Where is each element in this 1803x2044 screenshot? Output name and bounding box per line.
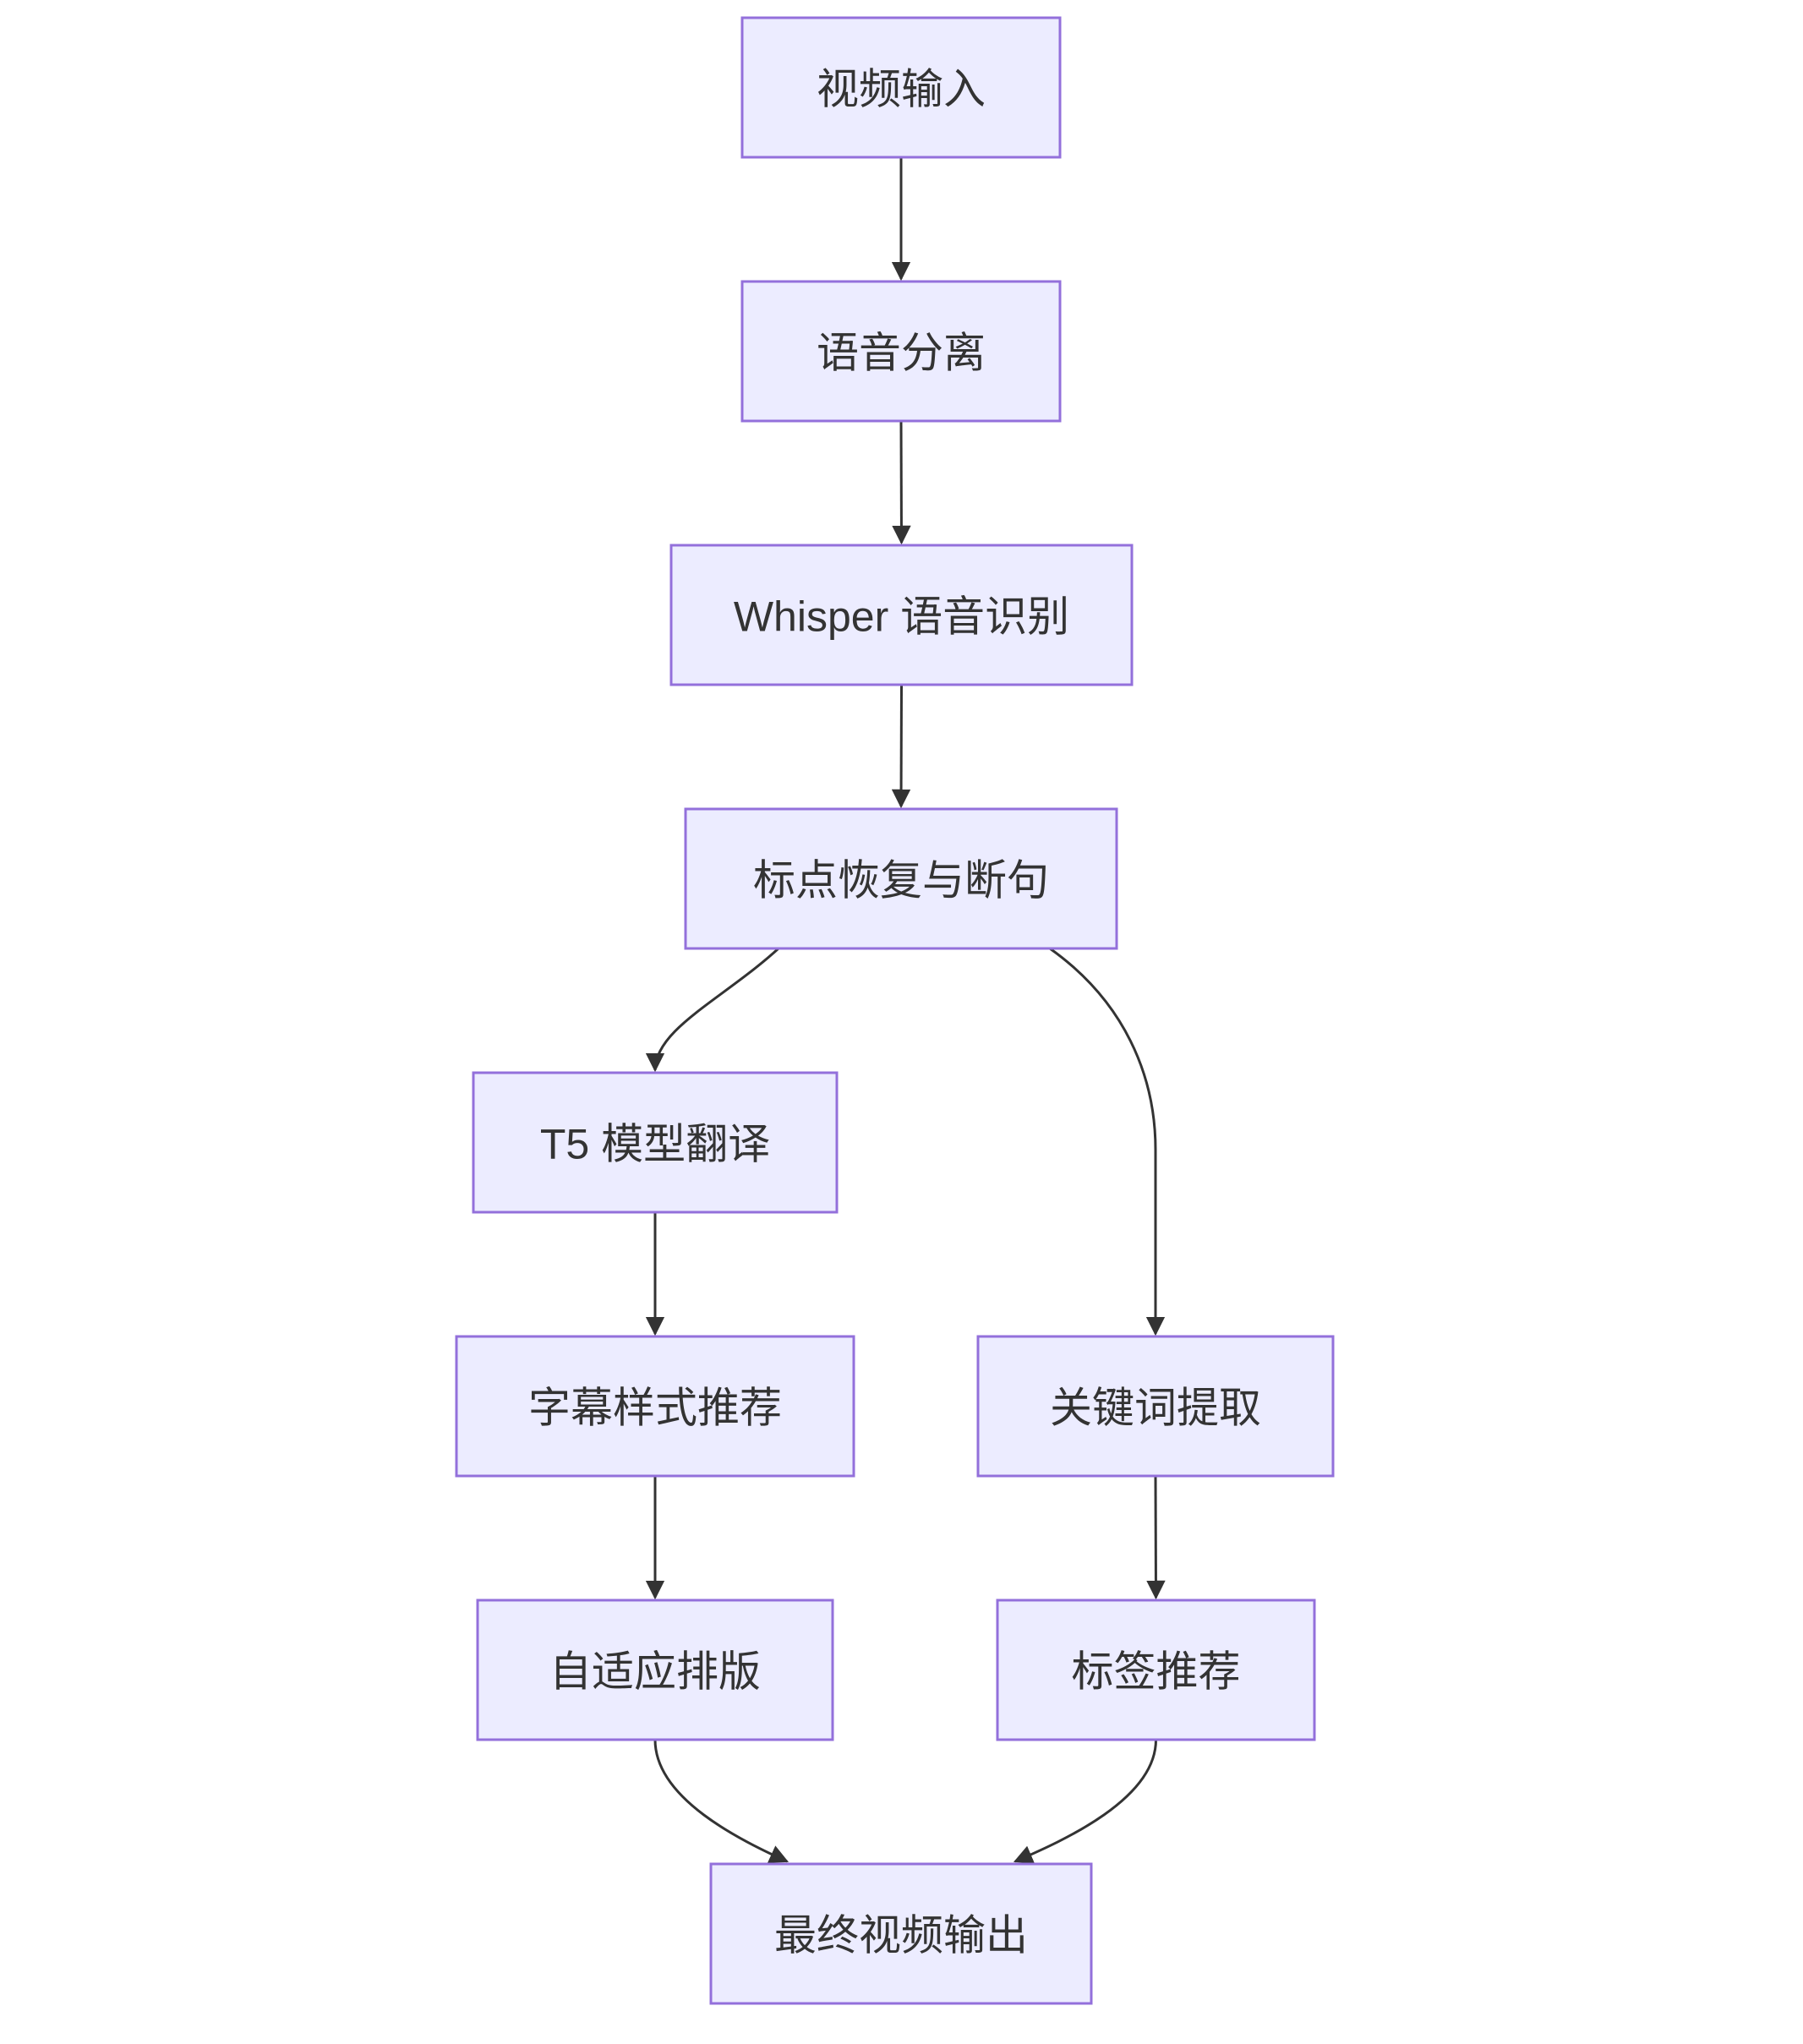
edge-tag-recommendation-final-video-output	[1013, 1739, 1157, 1864]
node-label-subtitle-style-recommendation: 字幕样式推荐	[528, 1385, 782, 1432]
edge-whisper-asr-punctuation-segmentation	[891, 684, 911, 809]
node-tag-recommendation: 标签推荐	[996, 1599, 1316, 1741]
node-label-audio-separation: 语音分离	[817, 330, 986, 377]
edge-punctuation-segmentation-t5-translation	[645, 947, 780, 1073]
node-box-punctuation-segmentation	[684, 807, 1118, 950]
edges-layer	[645, 157, 1166, 1864]
node-box-subtitle-style-recommendation	[455, 1335, 855, 1478]
node-box-t5-translation	[472, 1071, 839, 1214]
node-box-adaptive-layout	[476, 1599, 834, 1741]
node-label-keyword-extraction: 关键词提取	[1050, 1385, 1261, 1432]
node-box-audio-separation	[740, 280, 1062, 423]
node-label-whisper-asr: Whisper 语音识别	[734, 593, 1069, 641]
edge-punctuation-segmentation-keyword-extraction	[1049, 947, 1166, 1336]
node-whisper-asr: Whisper 语音识别	[669, 544, 1134, 686]
node-audio-separation: 语音分离	[740, 280, 1062, 423]
node-label-punctuation-segmentation: 标点恢复与断句	[753, 857, 1049, 904]
node-final-video-output: 最终视频输出	[709, 1862, 1093, 2005]
node-label-adaptive-layout: 自适应排版	[549, 1648, 761, 1696]
node-label-video-input: 视频输入	[817, 66, 986, 113]
node-box-tag-recommendation	[996, 1599, 1316, 1741]
node-label-t5-translation: T5 模型翻译	[540, 1121, 770, 1168]
edge-adaptive-layout-final-video-output	[653, 1739, 789, 1863]
node-subtitle-style-recommendation: 字幕样式推荐	[455, 1335, 855, 1478]
node-keyword-extraction: 关键词提取	[976, 1335, 1335, 1478]
node-box-video-input	[740, 16, 1062, 159]
node-box-final-video-output	[709, 1862, 1093, 2005]
node-punctuation-segmentation: 标点恢复与断句	[684, 807, 1118, 950]
node-box-keyword-extraction	[976, 1335, 1335, 1478]
node-adaptive-layout: 自适应排版	[476, 1599, 834, 1741]
edge-audio-separation-whisper-asr	[892, 420, 911, 545]
node-t5-translation: T5 模型翻译	[472, 1071, 839, 1214]
node-video-input: 视频输入	[740, 16, 1062, 159]
node-box-whisper-asr	[669, 544, 1134, 686]
node-label-tag-recommendation: 标签推荐	[1072, 1648, 1241, 1696]
node-label-final-video-output: 最终视频输出	[774, 1912, 1028, 1959]
